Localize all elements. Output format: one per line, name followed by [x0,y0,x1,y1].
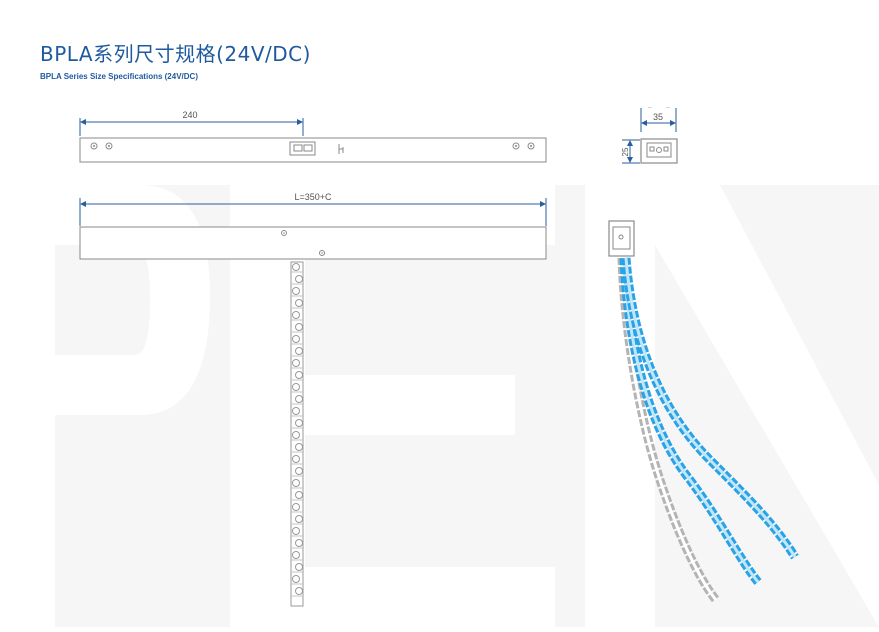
chain-link [292,455,300,463]
chain-link [292,431,300,439]
chain-link [295,563,303,571]
chain-link [295,539,303,547]
chain-link [292,479,300,487]
vertical-chain [290,261,304,607]
curved-chain-assembly [608,220,799,603]
chain-link [295,299,303,307]
page-subtitle: BPLA Series Size Specifications (24V/DC) [40,72,198,81]
top-dimension-240: 240 [79,110,304,136]
chain-link [292,407,300,415]
chain-link [292,527,300,535]
page-title: BPLA系列尺寸规格(24V/DC) [40,42,311,66]
svg-text:_: _ [665,101,670,108]
chain-link [292,575,300,583]
chain-link [295,323,303,331]
chain-link [295,275,303,283]
chain-link [292,551,300,559]
chain-link [292,359,300,367]
chain-link [292,383,300,391]
chain-link [292,311,300,319]
side-section-view: 35 _ _ 25 [621,101,678,164]
full-length-dimension: L=350+C [79,192,547,226]
chain-link [295,443,303,451]
chain-link [295,347,303,355]
chain-link [292,287,300,295]
chain-link [292,263,300,271]
chain-link [295,371,303,379]
front-view-profile [79,226,547,260]
chain-link [292,335,300,343]
dimension-label-length: L=350+C [294,192,332,202]
chain-link [292,503,300,511]
chain-link [295,467,303,475]
chain-link [295,419,303,427]
dimension-label-35: 35 [653,112,663,122]
top-view-profile [79,137,547,163]
chain-link [295,395,303,403]
svg-text:_: _ [647,101,652,108]
chain-link [295,587,303,595]
chain-link [295,491,303,499]
chain-link [295,515,303,523]
dimension-label-240: 240 [182,110,197,120]
dimension-label-25: 25 [621,147,630,156]
